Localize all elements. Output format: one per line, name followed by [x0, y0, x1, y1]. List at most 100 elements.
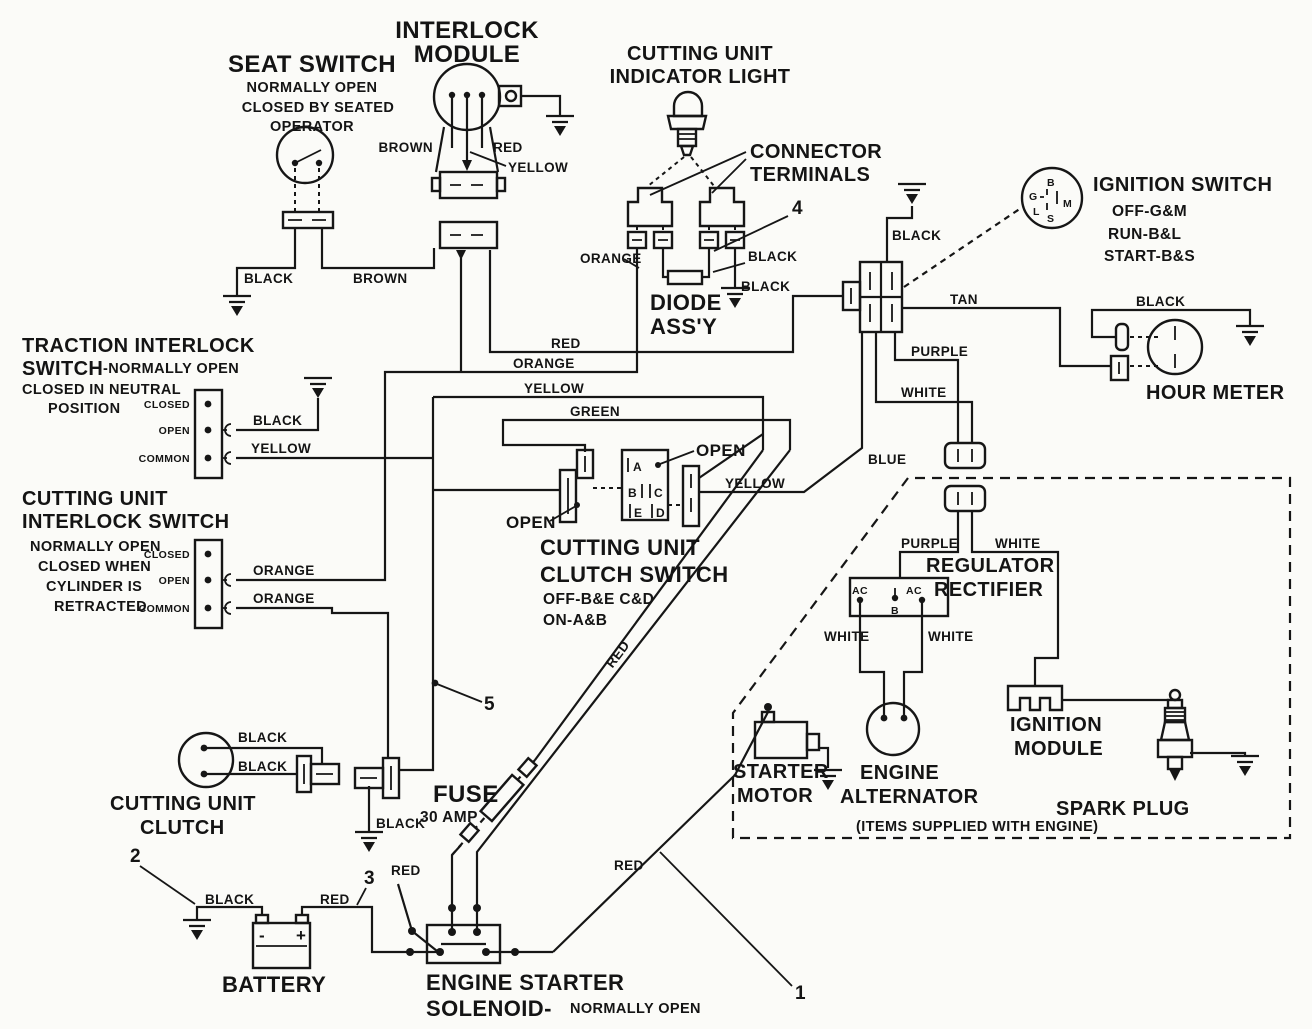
- fuse-connector: [458, 821, 481, 844]
- wire-yellow-bus: [433, 395, 765, 450]
- regulator-body: [848, 576, 950, 618]
- cui-switch-note-4: RETRACTED: [54, 599, 147, 615]
- hour-meter-terminal: [1109, 354, 1130, 382]
- diode-assy: DIODE ASS'Y ORANGE BLACK BLACK 4: [580, 198, 803, 339]
- clutch-switch-note-1: OFF-B&E C&D: [543, 591, 654, 608]
- wire-diode-right: [702, 248, 711, 279]
- callouts: 1 2 3 5: [130, 679, 806, 1004]
- capsule-connectors: PURPLE WHITE: [901, 344, 987, 513]
- seat-switch-dashed-leads: [294, 168, 320, 212]
- wire-module-ground: [521, 94, 562, 116]
- cui-terminal-closed: CLOSED: [144, 549, 190, 561]
- hour-meter-body: [1146, 318, 1204, 376]
- bus-labels: RED ORANGE YELLOW GREEN: [513, 336, 620, 419]
- switch-arm: [294, 149, 322, 164]
- starter-motor-title-2: MOTOR: [737, 785, 813, 807]
- wire-label-black: BLACK: [238, 730, 287, 745]
- traction-title-2: SWITCH: [22, 358, 103, 380]
- interlock-module-title-2: MODULE: [414, 41, 520, 68]
- indicator-light-title-2: INDICATOR LIGHT: [610, 66, 791, 88]
- traction-terminal-closed: CLOSED: [144, 399, 190, 411]
- ignition-pin-m: M: [1063, 198, 1072, 210]
- ignition-switch: B G L M S IGNITION SWITCH OFF-G&M RUN-B&…: [1020, 166, 1272, 265]
- alternator-body: [865, 701, 921, 757]
- spark-plug: SPARK PLUG: [1056, 688, 1194, 820]
- wire-battery-red: [300, 905, 438, 954]
- ground-icon: [544, 114, 576, 138]
- fuse: FUSE 30 AMP: [420, 756, 539, 844]
- clutch-switch-pin-e: E: [634, 506, 642, 520]
- wire-solenoid-posts: [450, 908, 479, 930]
- wire-solenoid-stub: [396, 883, 443, 956]
- wire-hourmeter-black: [1090, 308, 1252, 339]
- clutch-title-1: CUTTING UNIT: [110, 793, 256, 815]
- clutch-switch-pin-a: A: [633, 460, 642, 474]
- wire-label-white: WHITE: [995, 536, 1041, 551]
- wire-label-yellow: YELLOW: [725, 476, 785, 491]
- connector-terminal-plug: [626, 186, 674, 228]
- ignition-module-title-2: MODULE: [1014, 738, 1103, 760]
- callout-3: 3: [364, 868, 375, 889]
- wire-label-black: BLACK: [253, 413, 302, 428]
- wire-label-tan: TAN: [950, 292, 978, 307]
- traction-terminal-common: COMMON: [139, 453, 190, 465]
- ignition-module-body: [1006, 684, 1064, 712]
- wire-white-alt-right: [902, 600, 924, 718]
- wire-label-green: GREEN: [570, 404, 620, 419]
- fuse-title: FUSE: [433, 781, 499, 808]
- regulator-pin-b: B: [891, 605, 899, 617]
- diode-title-2: ASS'Y: [650, 314, 717, 339]
- ground-icon: [1234, 324, 1266, 348]
- wire-diagonal-right: [475, 449, 791, 908]
- clutch-switch-body: [620, 448, 670, 522]
- hour-meter-terminal: [1114, 322, 1130, 352]
- wire-label-brown: BROWN: [379, 140, 434, 155]
- cui-switch-title-1: CUTTING UNIT: [22, 488, 168, 510]
- regulator-title-1: REGULATOR: [926, 555, 1055, 577]
- hour-meter-title: HOUR METER: [1146, 382, 1285, 404]
- wire-red-solenoid-starter: [552, 711, 769, 953]
- ignition-pin-g: G: [1029, 191, 1038, 203]
- fuse-body: [478, 773, 526, 823]
- wire-label-black: BLACK: [205, 892, 254, 907]
- ground-icon: [302, 376, 334, 400]
- clutch-switch-pin-c: C: [654, 486, 663, 500]
- wire-label-black: BLACK: [376, 816, 425, 831]
- wire-label-orange: ORANGE: [580, 251, 642, 266]
- callout-1: 1: [795, 983, 806, 1004]
- seat-switch-body: [275, 125, 335, 185]
- connector-terminals-title-1: CONNECTOR: [750, 141, 882, 163]
- clutch-switch-open-label: OPEN: [696, 441, 746, 460]
- connector-terminals-title-2: TERMINALS: [750, 164, 870, 186]
- callout-4-line: [713, 215, 789, 252]
- cui-switch-note-1: NORMALLY OPEN: [30, 539, 161, 555]
- diode-body: [666, 269, 704, 286]
- battery-pos: +: [296, 926, 306, 945]
- wire-red-bus: [488, 250, 843, 354]
- hour-meter: BLACK TAN HOUR METER: [950, 292, 1285, 404]
- traction-note-2: POSITION: [48, 401, 121, 417]
- arrow-icon: [456, 250, 466, 260]
- indicator-light-title-1: CUTTING UNIT: [627, 43, 773, 65]
- ignition-pin-b: B: [1047, 177, 1055, 189]
- spark-plug-title: SPARK PLUG: [1056, 798, 1190, 820]
- ignition-module-title-1: IGNITION: [1010, 714, 1102, 736]
- diode-title-1: DIODE: [650, 290, 722, 315]
- traction-interlock-switch: TRACTION INTERLOCK SWITCH -NORMALLY OPEN…: [22, 335, 311, 480]
- wire-label-black: BLACK: [1136, 294, 1185, 309]
- wire-label-red: RED: [320, 892, 350, 907]
- clutch-switch-connector-upper: [575, 448, 595, 480]
- ignition-module: IGNITION MODULE: [1006, 684, 1103, 760]
- connector-terminal-plug: [698, 186, 746, 228]
- pin-sockets: [222, 573, 232, 615]
- wire-white-alt-left: [858, 600, 886, 718]
- ignition-pin-s: S: [1047, 213, 1054, 225]
- interlock-module-pins: [450, 98, 484, 162]
- wire-label-purple: PURPLE: [901, 536, 958, 551]
- starter-motor-body: [753, 720, 809, 760]
- cui-terminal-open: OPEN: [159, 575, 190, 587]
- wire-label-black: BLACK: [244, 271, 293, 286]
- wire-label-white: WHITE: [928, 629, 974, 644]
- traction-switch-body: [193, 388, 224, 480]
